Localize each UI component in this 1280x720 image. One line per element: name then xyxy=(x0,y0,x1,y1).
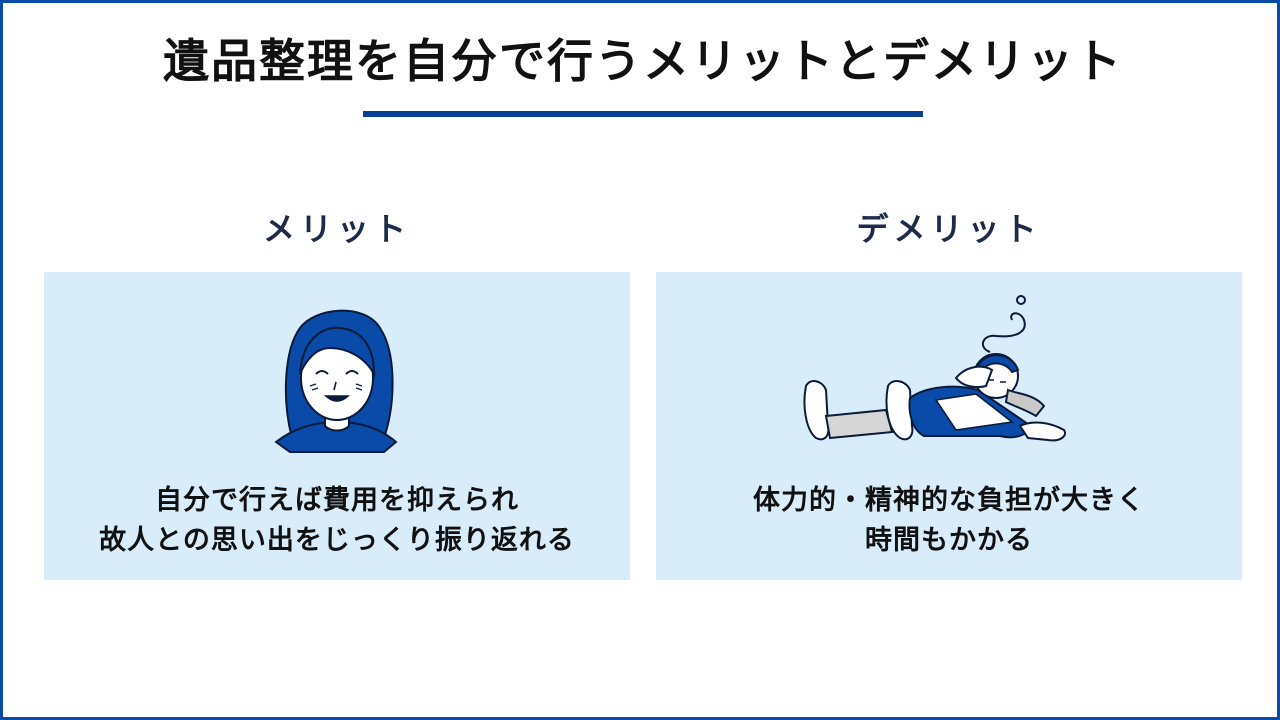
smiling-woman-icon xyxy=(274,309,398,453)
merit-line: 自分で行えば費用を抑えられ xyxy=(155,485,519,516)
demerit-description: 体力的・精神的な負担が大きく 時間もかかる xyxy=(656,481,1242,561)
page-title: 遺品整理を自分で行うメリットとデメリット xyxy=(163,34,1123,88)
demerit-card: 体力的・精神的な負担が大きく 時間もかかる xyxy=(656,272,1242,580)
demerit-heading: デメリット xyxy=(856,210,1042,248)
demerit-line: 時間もかかる xyxy=(865,525,1033,556)
title-underline xyxy=(363,111,923,117)
merit-card: 自分で行えば費用を抑えられ 故人との思い出をじっくり振り返れる xyxy=(44,272,630,580)
merit-line: 故人との思い出をじっくり振り返れる xyxy=(99,525,575,556)
demerit-line: 体力的・精神的な負担が大きく xyxy=(753,485,1145,516)
merit-heading: メリット xyxy=(262,210,411,248)
merit-description: 自分で行えば費用を抑えられ 故人との思い出をじっくり振り返れる xyxy=(44,481,630,561)
exhausted-person-lying-icon xyxy=(803,295,1066,442)
